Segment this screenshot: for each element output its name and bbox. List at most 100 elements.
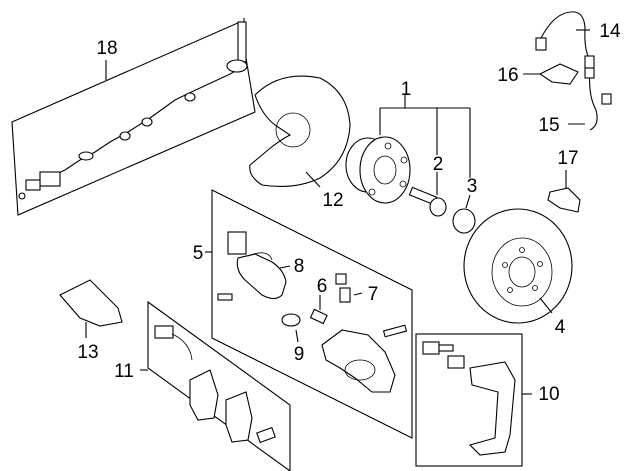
hub-stud-1 <box>384 142 392 150</box>
mount-bracket <box>59 279 123 327</box>
dust-shield-hub-hole <box>275 112 311 148</box>
leader-7 <box>353 292 363 296</box>
bleeder-screw <box>309 308 328 325</box>
caliper-group <box>205 189 413 439</box>
mount-bracket-part <box>59 279 123 338</box>
callout-9: 9 <box>294 344 305 365</box>
leader-1 <box>379 95 471 178</box>
pad-sensor-plug <box>154 325 174 339</box>
caliper-outline-box <box>211 189 413 439</box>
bleeder-cap <box>339 287 351 303</box>
leader-9 <box>295 329 299 343</box>
hub-bolt-head <box>429 197 447 217</box>
o-ring <box>281 313 301 327</box>
callout-11: 11 <box>114 361 134 382</box>
wire-grommet <box>226 59 248 73</box>
caliper-housing <box>321 329 396 393</box>
rotor-stud-hole-1 <box>519 247 525 253</box>
pads-outline-box <box>147 300 291 471</box>
rotor-stud-hole-5 <box>502 262 508 268</box>
motor-wire <box>247 252 273 261</box>
dust-shield <box>249 75 351 187</box>
grease-cap-part <box>452 194 476 234</box>
motor-connector <box>227 231 247 255</box>
hub-stud-4 <box>368 188 376 196</box>
hub-bolt-part <box>408 172 447 217</box>
sensor-head <box>25 179 41 191</box>
wire-clip-2 <box>141 117 153 127</box>
callout-2: 2 <box>433 154 444 175</box>
leader-12 <box>305 171 321 188</box>
harness-outline-box <box>11 21 256 216</box>
wire-connector-top <box>237 21 247 63</box>
line-bracket-part <box>547 170 581 213</box>
bracket-bolt-head <box>422 341 440 355</box>
brake-rotor-part <box>463 208 573 324</box>
brake-hose-part <box>535 11 595 69</box>
callout-15: 15 <box>538 115 559 136</box>
callout-17: 17 <box>557 148 578 169</box>
hub-bearing-part <box>345 95 471 204</box>
brake-line-part <box>568 67 612 131</box>
rotor-center-bore <box>508 256 536 288</box>
motor-bolt <box>217 293 233 301</box>
sensor-bolt <box>18 192 26 200</box>
brake-line <box>589 71 598 131</box>
pad-clip <box>256 426 276 444</box>
callout-12: 12 <box>322 190 343 211</box>
callout-13: 13 <box>77 342 98 363</box>
wire-clip-1 <box>184 92 196 102</box>
callout-18: 18 <box>96 38 117 59</box>
caliper-guide-bolt <box>382 324 408 338</box>
wire-clip-3 <box>119 131 131 141</box>
inner-brake-pad <box>189 369 219 421</box>
pad-sensor-wire <box>171 333 193 361</box>
callout-8: 8 <box>294 256 305 277</box>
wire-clip-4 <box>78 151 94 161</box>
callout-5: 5 <box>193 243 204 264</box>
sensor-wire <box>47 18 245 179</box>
bracket-bolt-shaft <box>438 344 454 352</box>
caliper-bracket-group <box>415 333 532 467</box>
bracket-outline-box <box>415 333 523 467</box>
rotor-stud-hole-3 <box>532 285 538 291</box>
caliper-piston <box>344 359 376 381</box>
hub-stud-2 <box>400 156 408 164</box>
leader-3 <box>465 194 471 209</box>
hub-stud-3 <box>399 180 407 188</box>
hose-fitting-top <box>535 37 547 51</box>
grease-cap <box>452 208 476 234</box>
callout-4: 4 <box>555 317 566 338</box>
caliper-mount-bracket <box>468 361 516 456</box>
line-bracket <box>547 187 581 213</box>
parking-brake-motor <box>236 253 287 300</box>
line-fitting-top <box>584 67 595 79</box>
brake-pads-group <box>140 300 291 471</box>
callout-7: 7 <box>368 284 379 305</box>
bleeder-cap-top <box>335 273 347 285</box>
hub-flange <box>359 136 411 204</box>
callout-16: 16 <box>497 65 518 86</box>
hose-clip-part <box>523 63 579 85</box>
callout-6: 6 <box>317 276 328 297</box>
leader-4 <box>539 297 553 314</box>
dust-shield-part <box>249 75 351 188</box>
callout-10: 10 <box>538 384 559 405</box>
hub-center <box>373 155 397 185</box>
speed-sensor-harness-group <box>11 18 256 216</box>
bracket-spring <box>447 355 465 369</box>
rotor-stud-hole-2 <box>537 261 543 267</box>
rotor-hat <box>491 237 553 307</box>
callout-14: 14 <box>599 21 621 42</box>
hose-fitting-bottom <box>584 55 595 69</box>
callout-3: 3 <box>467 176 478 197</box>
callout-1: 1 <box>401 79 412 100</box>
sensor-plug <box>39 171 61 187</box>
line-fitting-side <box>601 93 612 105</box>
brake-hose <box>539 11 591 61</box>
hose-clip <box>538 63 579 85</box>
outer-brake-pad <box>225 391 253 443</box>
rotor-stud-hole-4 <box>507 287 513 293</box>
leader-8 <box>279 265 291 269</box>
